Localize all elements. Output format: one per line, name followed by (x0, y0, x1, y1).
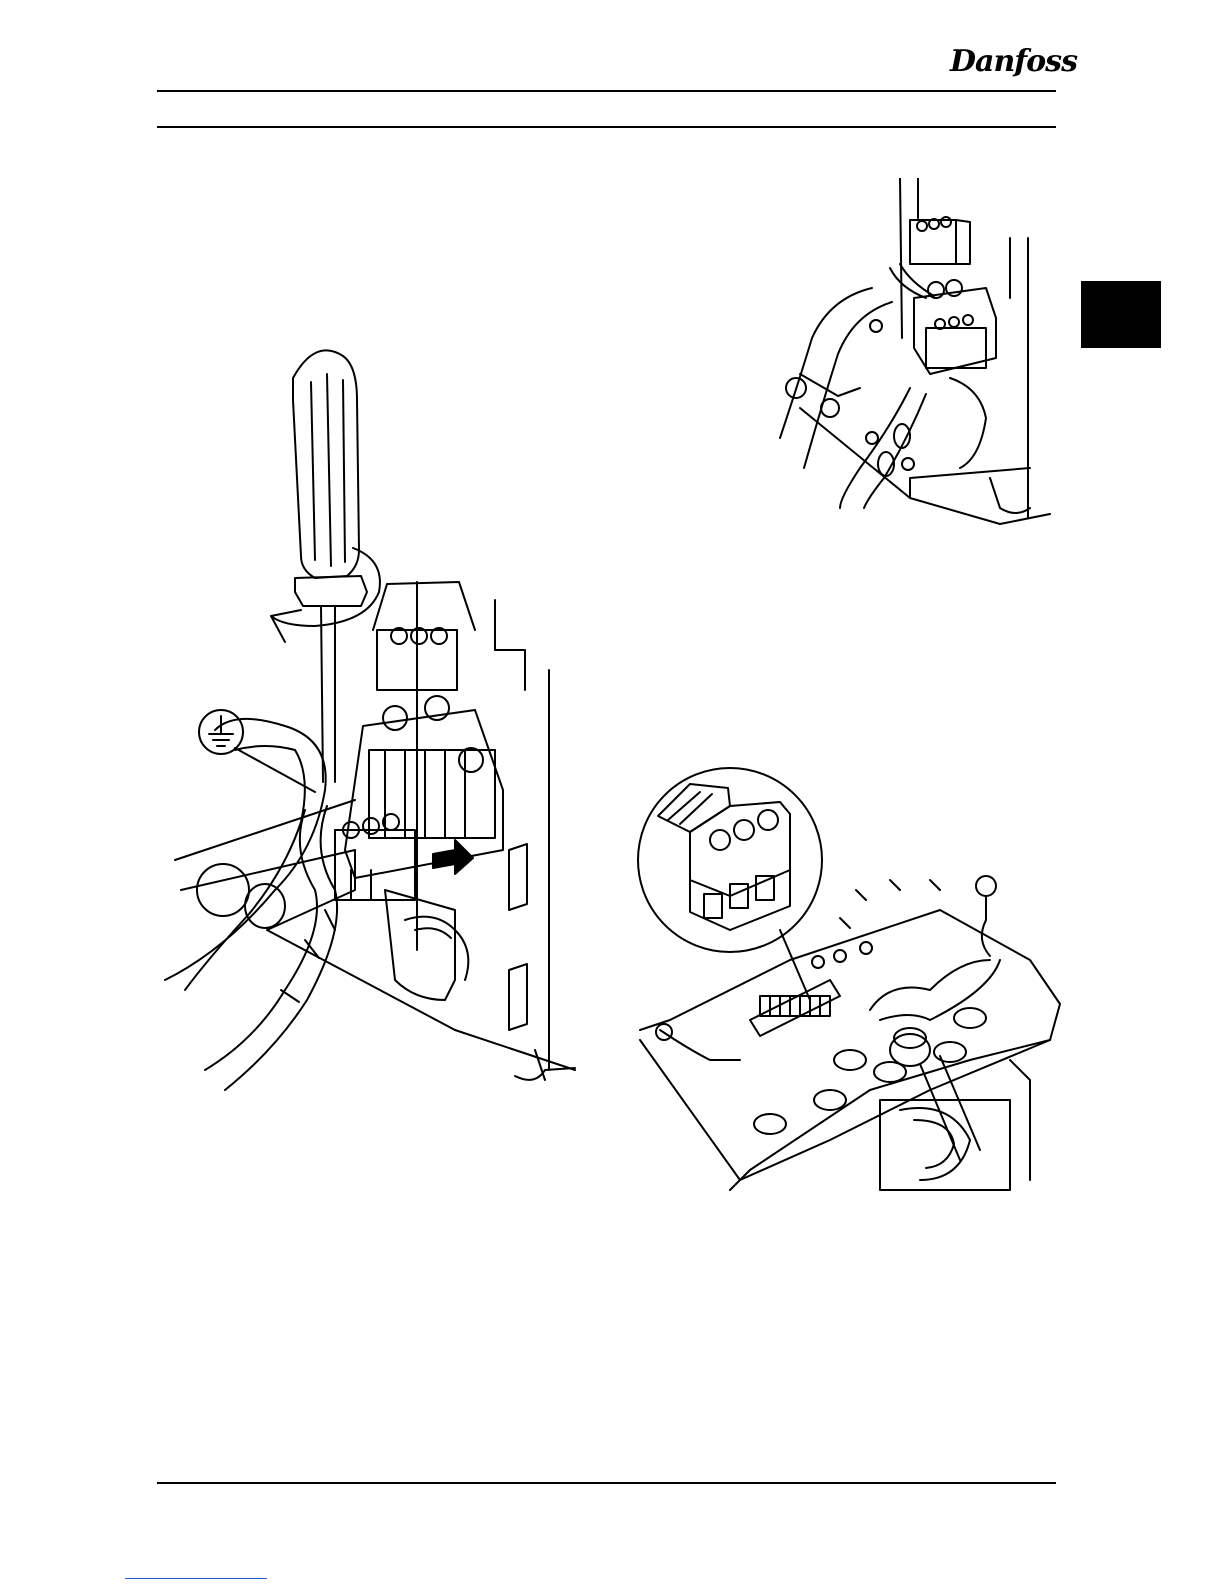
rotate-arrow-icon (271, 548, 380, 642)
cable-connection-illustration (760, 178, 1060, 538)
brand-logo: Danfoss (950, 44, 1058, 82)
fig-mains-cable-connection (760, 178, 1060, 538)
fig-screwdriver-terminal (155, 330, 595, 1100)
logo-text: Danfoss (950, 44, 1077, 79)
footer-rule (157, 1482, 1056, 1484)
screwdriver-illustration (155, 330, 595, 1100)
push-arrow-icon (433, 840, 473, 874)
header-rule-bottom (157, 126, 1056, 128)
terminal-block-icon (658, 784, 790, 930)
screwdriver-icon (293, 350, 367, 782)
fig-connector-detail (630, 760, 1070, 1200)
chapter-tab (1081, 281, 1161, 348)
connector-detail-illustration (630, 760, 1070, 1200)
header-rule-top (157, 90, 1056, 92)
bottom-link-underline[interactable] (125, 1578, 267, 1579)
ground-symbol-icon (199, 710, 315, 792)
